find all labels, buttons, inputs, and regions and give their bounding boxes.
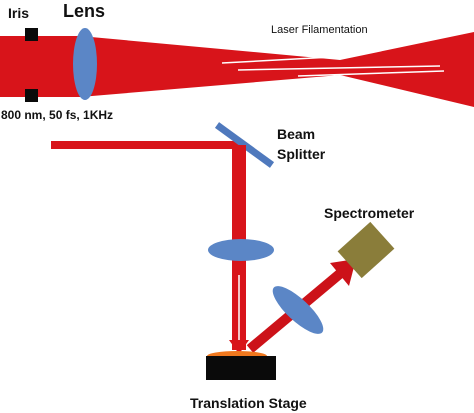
laser-filamentation-label: Laser Filamentation (271, 24, 368, 36)
translation-stage-block (206, 356, 276, 380)
filament-lines (221, 56, 445, 77)
focusing-lens-spectrometer (272, 286, 324, 334)
spectrometer-box (337, 221, 395, 279)
reflected-beam-arrowhead (330, 259, 356, 286)
lens-label: Lens (63, 1, 105, 21)
collimating-lens (208, 239, 274, 261)
iris-lower-block (25, 89, 38, 102)
focusing-lens (73, 28, 97, 100)
translation-stage-label: Translation Stage (190, 395, 307, 411)
probe-beam-horizontal (51, 141, 239, 149)
source-params-label: 800 nm, 50 fs, 1KHz (1, 108, 113, 122)
filament-line (237, 65, 441, 71)
laser-beam (0, 32, 474, 107)
splitter-label: Splitter (277, 146, 326, 162)
spectrometer-label: Spectrometer (324, 205, 415, 221)
iris-upper-block (25, 28, 38, 41)
down-arrowhead (229, 340, 249, 354)
filament-line (297, 70, 445, 77)
filament-line (221, 56, 333, 64)
iris-label: Iris (8, 5, 29, 21)
beam-label: Beam (277, 126, 315, 142)
